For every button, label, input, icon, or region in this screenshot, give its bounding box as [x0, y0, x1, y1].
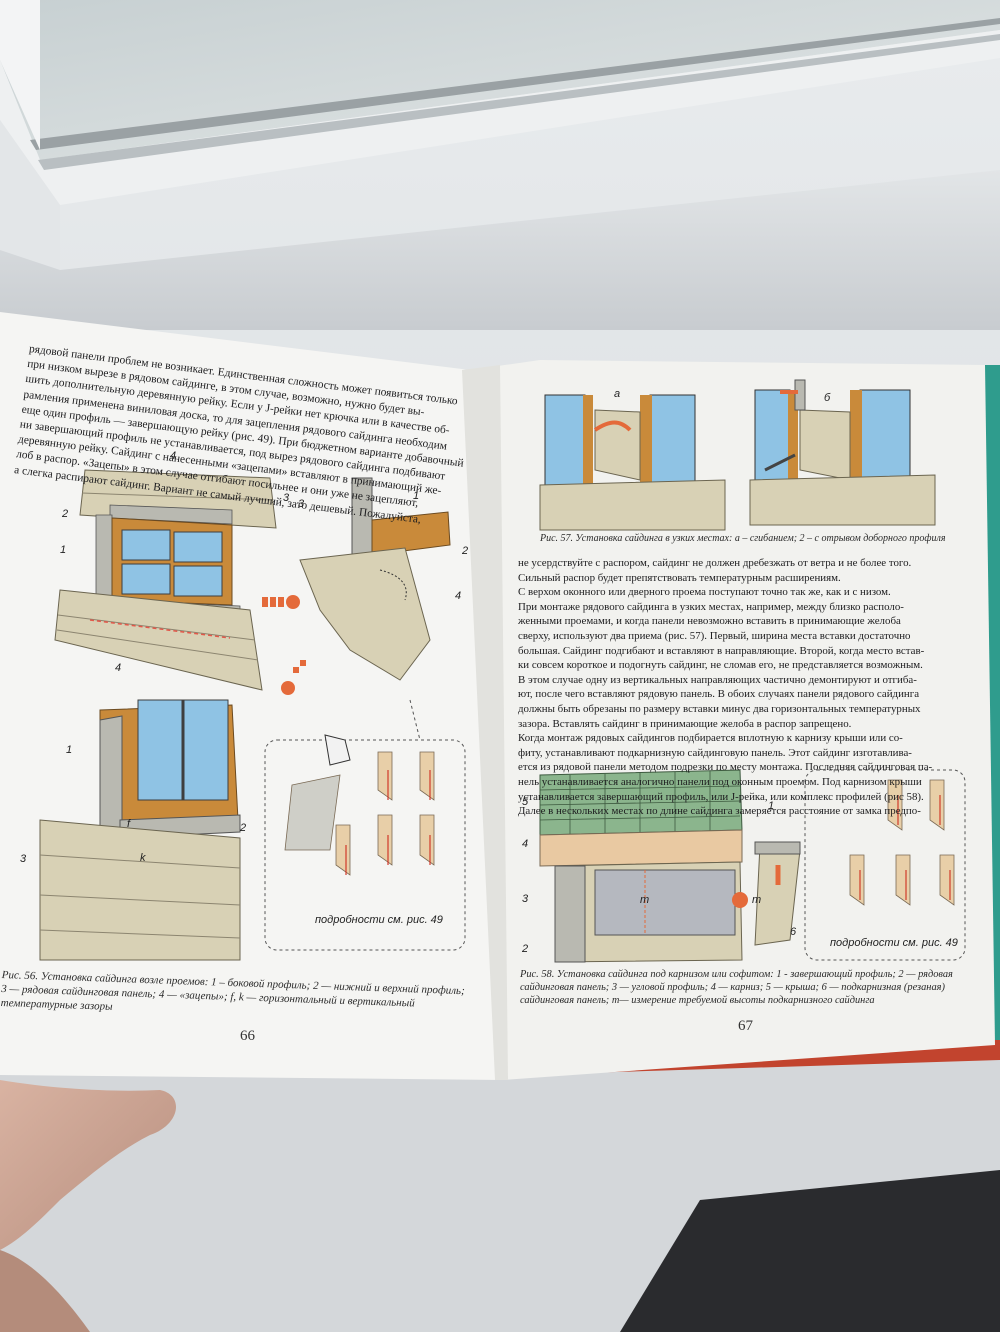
text-line: ют, после чего вставляют рядовую панель.…: [518, 688, 920, 701]
text-line: большая. Сайдинг подгибают и вставляют в…: [518, 644, 925, 657]
fig56-label-k: k: [140, 852, 146, 864]
fig58-details-note: подробности см. рис. 49: [830, 937, 958, 949]
fig56-lower-label-3: 3: [20, 853, 27, 865]
text-line: фиту, устанавливают подкарнизную сайдинг…: [518, 746, 912, 759]
fig58-label-1: 1: [768, 800, 775, 812]
fig56-label-f: f: [127, 818, 131, 830]
text-line: Когда монтаж рядовых сайдингов подбирает…: [518, 732, 903, 745]
text-line: сверху, используют два приема (рис. 57).…: [518, 629, 911, 642]
page-number-left: 66: [240, 1028, 255, 1044]
figure-58: [539, 769, 966, 963]
fig57-label-a: а: [614, 388, 621, 400]
fig58-label-4: 4: [522, 838, 529, 850]
fig56-detail-label-3: 3: [298, 498, 305, 510]
text-line: не усердствуйте с распором, сайдинг не д…: [518, 557, 912, 569]
fig57-caption: Рис. 57. Установка сайдинга в узких мест…: [540, 533, 946, 544]
fig56-label-4-top: 4: [170, 450, 177, 462]
fig56-label-4-bottom: 4: [115, 662, 122, 674]
figure-57: [539, 379, 936, 531]
fig56-label-2: 2: [62, 508, 69, 520]
figure-56: [39, 469, 466, 961]
text-line: устанавливается завершающий профиль, или…: [518, 790, 924, 803]
text-line: ки совсем короткое и подогнуть сайдинг, …: [518, 659, 923, 672]
fig56-detail-label-1: 1: [413, 490, 420, 502]
text-line: С верхом оконного или дверного проема по…: [518, 586, 891, 599]
fig57-label-b: б: [824, 392, 831, 404]
fig58-caption: Рис. 58. Установка сайдинга под карнизом…: [520, 969, 953, 1006]
text-line: Далее в нескольких местах по длине сайди…: [518, 805, 921, 818]
fig58-label-2: 2: [522, 943, 529, 955]
text-line: ется из рядовой панели методом подрезки …: [518, 761, 933, 774]
text-line: Сильный распор будет препятствовать темп…: [518, 571, 841, 584]
text-line: В этом случае одну из вертикальных напра…: [518, 673, 917, 686]
fig56-lower-label-1: 1: [66, 744, 73, 756]
right-page-paragraph: не усердствуйте с распором, сайдинг не д…: [518, 556, 963, 819]
fig56-lower-label-2: 2: [240, 822, 247, 834]
fig56-detail-label-2: 2: [462, 545, 469, 557]
text-line: При монтаже рядового сайдинга в узких ме…: [518, 600, 904, 613]
fig58-label-6: 6: [790, 926, 797, 938]
fig56-label-1: 1: [60, 544, 67, 556]
fig58-label-m-left: m: [640, 894, 650, 906]
fig56-details-note: подробности см. рис. 49: [315, 914, 443, 926]
fig56-label-3: 3: [283, 492, 290, 504]
fig58-label-m-right: m: [752, 894, 762, 906]
text-line: женными проемами, и когда панели невозмо…: [518, 615, 901, 628]
page-number-right: 67: [738, 1018, 753, 1034]
text-line: зазора. Вставлять сайдинг в принимающие …: [518, 717, 852, 730]
fig58-label-3: 3: [522, 893, 529, 905]
text-line: нель устанавливается аналогично панели п…: [518, 775, 922, 788]
fig56-detail-label-4: 4: [455, 590, 462, 602]
fig58-label-5: 5: [522, 796, 529, 808]
text-line: должны быть обрезаны по размеру вставки …: [518, 702, 921, 715]
